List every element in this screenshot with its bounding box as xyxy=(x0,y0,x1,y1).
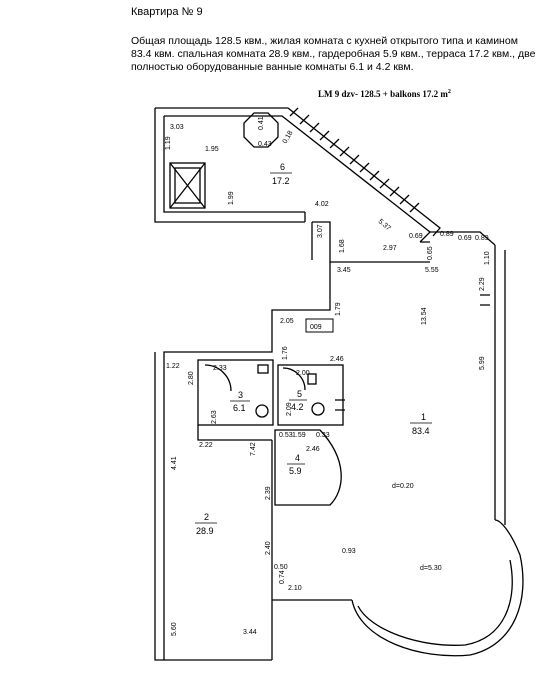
dim-label: 7.42 xyxy=(250,442,257,456)
dim-label: 5.37 xyxy=(377,218,392,232)
dim-label: 0.69 xyxy=(409,233,423,240)
dim-label: 0.43 xyxy=(258,141,272,148)
room-5-area: 4.2 xyxy=(291,402,304,412)
dim-label: 0.69 xyxy=(458,235,472,242)
room-6-area: 17.2 xyxy=(272,176,290,186)
room-1-number: 1 xyxy=(421,412,426,422)
dim-label: 1.95 xyxy=(205,146,219,153)
room-4-number: 4 xyxy=(295,453,300,463)
dim-label: 0.50 xyxy=(274,564,288,571)
dim-label: 2.10 xyxy=(288,585,302,592)
dim-label: 1.22 xyxy=(166,363,180,370)
room-2-area: 28.9 xyxy=(196,526,214,536)
dim-label: 2.05 xyxy=(280,318,294,325)
dim-label: 0.74 xyxy=(279,570,286,584)
unit-code-box xyxy=(305,318,334,333)
header: Квартира № 9 Общая площадь 128.5 квм., ж… xyxy=(131,5,541,74)
dim-label: d=5.30 xyxy=(420,565,442,572)
dim-label: 0.53 xyxy=(279,432,293,439)
apartment-title: Квартира № 9 xyxy=(131,6,203,18)
room-labels: 6 17.2 1 83.4 2 28.9 3 6.1 4 5.9 5 4.2 xyxy=(195,162,432,536)
dim-label: 2.33 xyxy=(213,365,227,372)
dim-label: 1.68 xyxy=(339,239,346,253)
room-3-number: 3 xyxy=(238,390,243,400)
dim-label: 2.00 xyxy=(296,370,310,377)
unit-code: 009 xyxy=(310,324,322,331)
dim-label: 0.41 xyxy=(258,116,265,130)
dim-label: 2.09 xyxy=(286,402,293,416)
walls xyxy=(154,107,524,661)
dim-label: 3.07 xyxy=(317,224,324,238)
dim-label: 2.80 xyxy=(188,371,195,385)
dim-label: 0.65 xyxy=(427,246,434,260)
dimension-labels: 3.03 1.19 1.95 1.99 0.41 0.43 0.18 4.02 … xyxy=(165,116,491,636)
dim-label: 1.76 xyxy=(282,346,289,360)
dim-label: 2.22 xyxy=(199,442,213,449)
dim-label: 0.33 xyxy=(316,432,330,439)
dim-label: 2.46 xyxy=(306,446,320,453)
dim-label: 0.89 xyxy=(440,231,454,238)
dim-label: 2.40 xyxy=(265,541,272,555)
apartment-description: Общая площадь 128.5 квм., жилая комната … xyxy=(131,35,536,73)
dim-label: 1.99 xyxy=(228,191,235,205)
dim-label: 2.97 xyxy=(383,245,397,252)
dim-label: 2.46 xyxy=(330,356,344,363)
dim-label: 1.19 xyxy=(165,136,172,150)
room-4-area: 5.9 xyxy=(289,466,302,476)
dim-label: 0.93 xyxy=(342,548,356,555)
dim-label: 2.63 xyxy=(211,410,218,424)
dim-label: 5.60 xyxy=(171,622,178,636)
dim-label: 5.99 xyxy=(479,356,486,370)
room-3-area: 6.1 xyxy=(233,403,246,413)
dim-label: 3.03 xyxy=(170,124,184,131)
dim-label: 4.41 xyxy=(171,456,178,470)
dim-label: d=0.20 xyxy=(392,483,414,490)
dim-label: 1.79 xyxy=(335,302,342,316)
dim-label: 1.10 xyxy=(484,251,491,265)
room-5-number: 5 xyxy=(297,389,302,399)
room-1-area: 83.4 xyxy=(412,426,430,436)
dim-label: 2.39 xyxy=(265,486,272,500)
dim-label: 0.89 xyxy=(475,235,489,242)
dim-label: 2.29 xyxy=(479,277,486,291)
room-6-number: 6 xyxy=(280,162,285,172)
dim-label: 5.55 xyxy=(425,267,439,274)
dim-label: 3.44 xyxy=(243,629,257,636)
plan-title: LM 9 dzv- 128.5 + balkons 17.2 m2 xyxy=(318,89,451,99)
dim-label: 3.45 xyxy=(337,267,351,274)
dim-label: 4.02 xyxy=(315,201,329,208)
dim-label: 0.18 xyxy=(282,130,295,145)
dim-label: 13.54 xyxy=(421,307,428,325)
dim-label: 1.59 xyxy=(292,432,306,439)
room-2-number: 2 xyxy=(204,512,209,522)
